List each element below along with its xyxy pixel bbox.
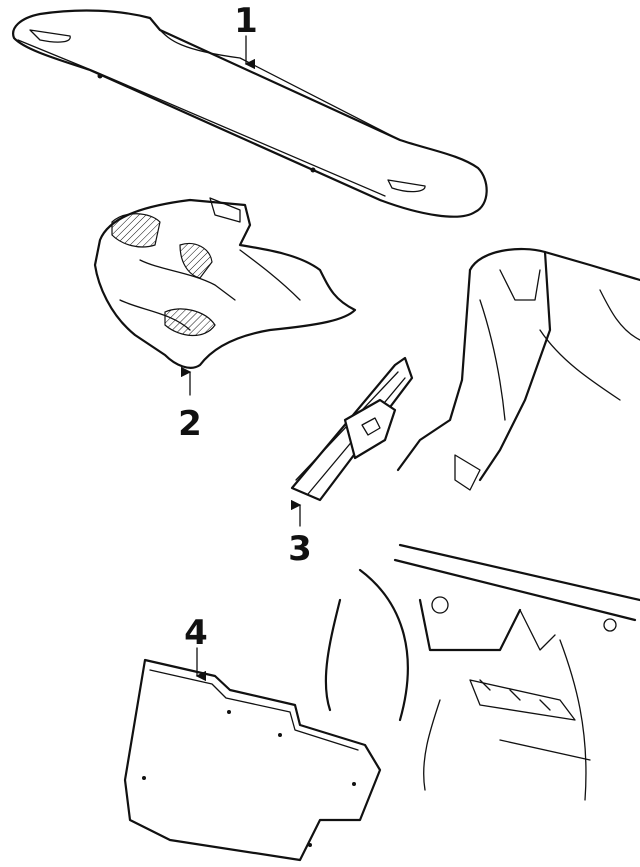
part-4-panel [123,658,382,862]
callout-1: 1 [234,1,258,41]
body-panel-upper [396,247,640,491]
part-2-liner [93,197,357,369]
part-3-bracket [290,356,414,502]
part-1-package-shelf [12,9,488,218]
callout-2: 2 [178,404,202,444]
callout-3: 3 [288,529,312,569]
body-floor-lower [324,543,640,801]
callout-4: 4 [184,613,208,653]
